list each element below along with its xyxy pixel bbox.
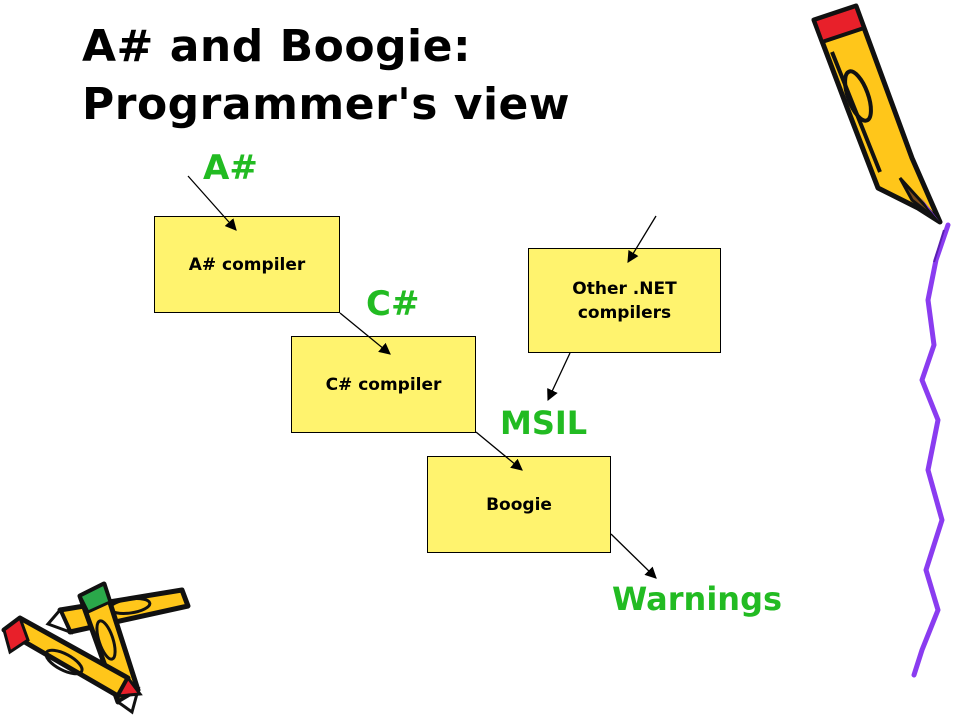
a-sharp-compiler-label: A# compiler <box>188 254 306 275</box>
arrow-other-compilers-to-boogie <box>547 352 571 402</box>
boogie-box: Boogie <box>427 456 611 553</box>
arrow-a-compiler-to-c-compiler <box>339 312 391 355</box>
pencil-icon <box>811 3 943 225</box>
a-sharp-input-label: A# <box>203 148 258 188</box>
pencils-icon <box>1 581 191 715</box>
other-compilers-label-line2: compilers <box>577 302 672 323</box>
arrow-a-sharp-to-compiler <box>187 175 237 231</box>
c-sharp-compiler-label: C# compiler <box>325 374 442 395</box>
boogie-label: Boogie <box>486 494 552 515</box>
arrow-input-to-other-compilers <box>627 215 657 263</box>
purple-squiggle-decoration <box>911 222 951 678</box>
warnings-output-label: Warnings <box>612 580 783 618</box>
title-line-2: Programmer's view <box>82 79 571 130</box>
arrow-c-compiler-to-boogie <box>475 431 523 471</box>
title-line-1: A# and Boogie: <box>82 21 472 72</box>
other-dotnet-compilers-box: Other .NET compilers <box>528 248 721 353</box>
c-sharp-output-label: C# <box>366 284 420 324</box>
other-compilers-label-line1: Other .NET <box>572 278 677 299</box>
a-sharp-compiler-box: A# compiler <box>154 216 340 313</box>
arrow-boogie-to-warnings <box>610 533 657 579</box>
msil-output-label: MSIL <box>500 404 588 442</box>
slide-title: A# and Boogie: Programmer's view <box>82 18 570 134</box>
